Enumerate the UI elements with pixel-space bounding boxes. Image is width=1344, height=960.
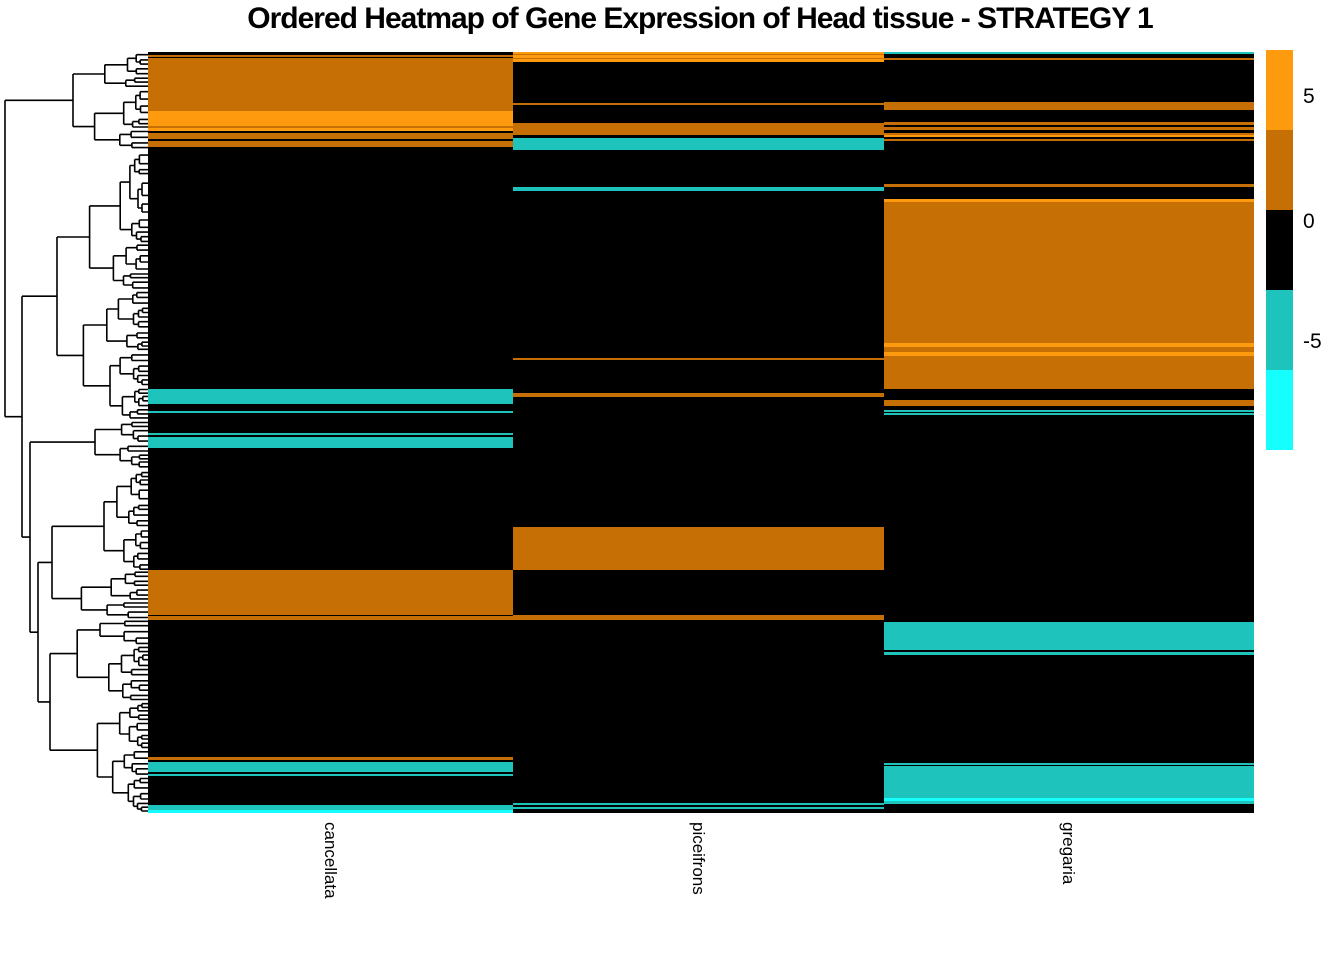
heatmap-band: [884, 199, 1254, 202]
heatmap-band: [148, 437, 513, 448]
heatmap-band: [513, 103, 884, 105]
heatmap-band: [148, 805, 513, 810]
heatmap-band: [148, 141, 513, 147]
heatmap-band: [148, 389, 513, 404]
heatmap-band: [148, 810, 513, 813]
legend-tick-label: 0: [1303, 210, 1315, 233]
heatmap-column-gregaria: [884, 52, 1254, 813]
heatmap-band: [884, 127, 1254, 130]
heatmap-band: [884, 652, 1254, 655]
heatmap-band: [513, 187, 884, 191]
heatmap-band: [884, 410, 1254, 412]
heatmap-band: [148, 128, 513, 131]
color-legend: 5 0 -5: [1266, 50, 1322, 450]
heatmap-band: [884, 400, 1254, 406]
heatmap-band: [884, 122, 1254, 125]
heatmap-band: [884, 102, 1254, 110]
dendrogram-branches: [4, 53, 148, 812]
heatmap-band: [513, 123, 884, 135]
legend-tick-label: -5: [1303, 330, 1322, 353]
heatmap-band: [884, 347, 1254, 352]
heatmap-band: [884, 356, 1254, 389]
heatmap-band: [513, 527, 884, 570]
heatmap-band: [884, 135, 1254, 137]
heatmap-band: [884, 184, 1254, 187]
heatmap-band: [513, 57, 884, 59]
heatmap-band: [148, 54, 513, 57]
heatmap-band: [148, 133, 513, 139]
heatmap-band: [148, 57, 513, 111]
heatmap-band: [884, 413, 1254, 415]
heatmap-band: [513, 393, 884, 397]
heatmap-column-piceifrons: [513, 52, 884, 813]
heatmap-grid: [148, 52, 1254, 813]
heatmap-band: [884, 202, 1254, 343]
heatmap-band: [513, 803, 884, 805]
heatmap-band: [148, 126, 513, 128]
column-label-gregaria: gregaria: [1059, 822, 1078, 885]
heatmap-band: [148, 111, 513, 126]
heatmap-band: [513, 807, 884, 809]
heatmap-band: [148, 615, 513, 620]
heatmap-band: [884, 622, 1254, 650]
legend-color-block: [1266, 290, 1293, 370]
legend-color-block: [1266, 130, 1293, 210]
heatmap-band: [148, 570, 513, 615]
column-label-cancellata: cancellata: [320, 822, 340, 899]
heatmap-band: [513, 53, 884, 55]
heatmap-band: [884, 763, 1254, 765]
heatmap-band: [884, 133, 1254, 135]
heatmap-band: [513, 52, 884, 62]
heatmap-column-cancellata: [148, 52, 513, 813]
heatmap-band: [148, 411, 513, 413]
heatmap-band: [884, 801, 1254, 804]
heatmap-band: [513, 138, 884, 150]
legend-color-block: [1266, 370, 1293, 450]
legend-tick-label: 5: [1303, 85, 1315, 108]
heatmap-band: [884, 798, 1254, 801]
heatmap-band: [513, 358, 884, 360]
heatmap-band: [884, 52, 1254, 54]
chart-title: Ordered Heatmap of Gene Expression of He…: [247, 2, 1153, 35]
heatmap-band: [884, 57, 1254, 60]
heatmap-band: [148, 762, 513, 772]
legend-color-block: [1266, 210, 1293, 290]
heatmap-band: [148, 433, 513, 435]
row-dendrogram: [4, 53, 148, 812]
heatmap-band: [884, 343, 1254, 347]
heatmap-band: [148, 774, 513, 776]
heatmap-band: [884, 352, 1254, 356]
heatmap-band: [884, 139, 1254, 141]
legend-color-block: [1266, 50, 1293, 130]
heatmap-band: [513, 615, 884, 620]
column-label-piceifrons: piceifrons: [688, 822, 708, 895]
heatmap-band: [148, 757, 513, 760]
heatmap-band: [884, 766, 1254, 798]
